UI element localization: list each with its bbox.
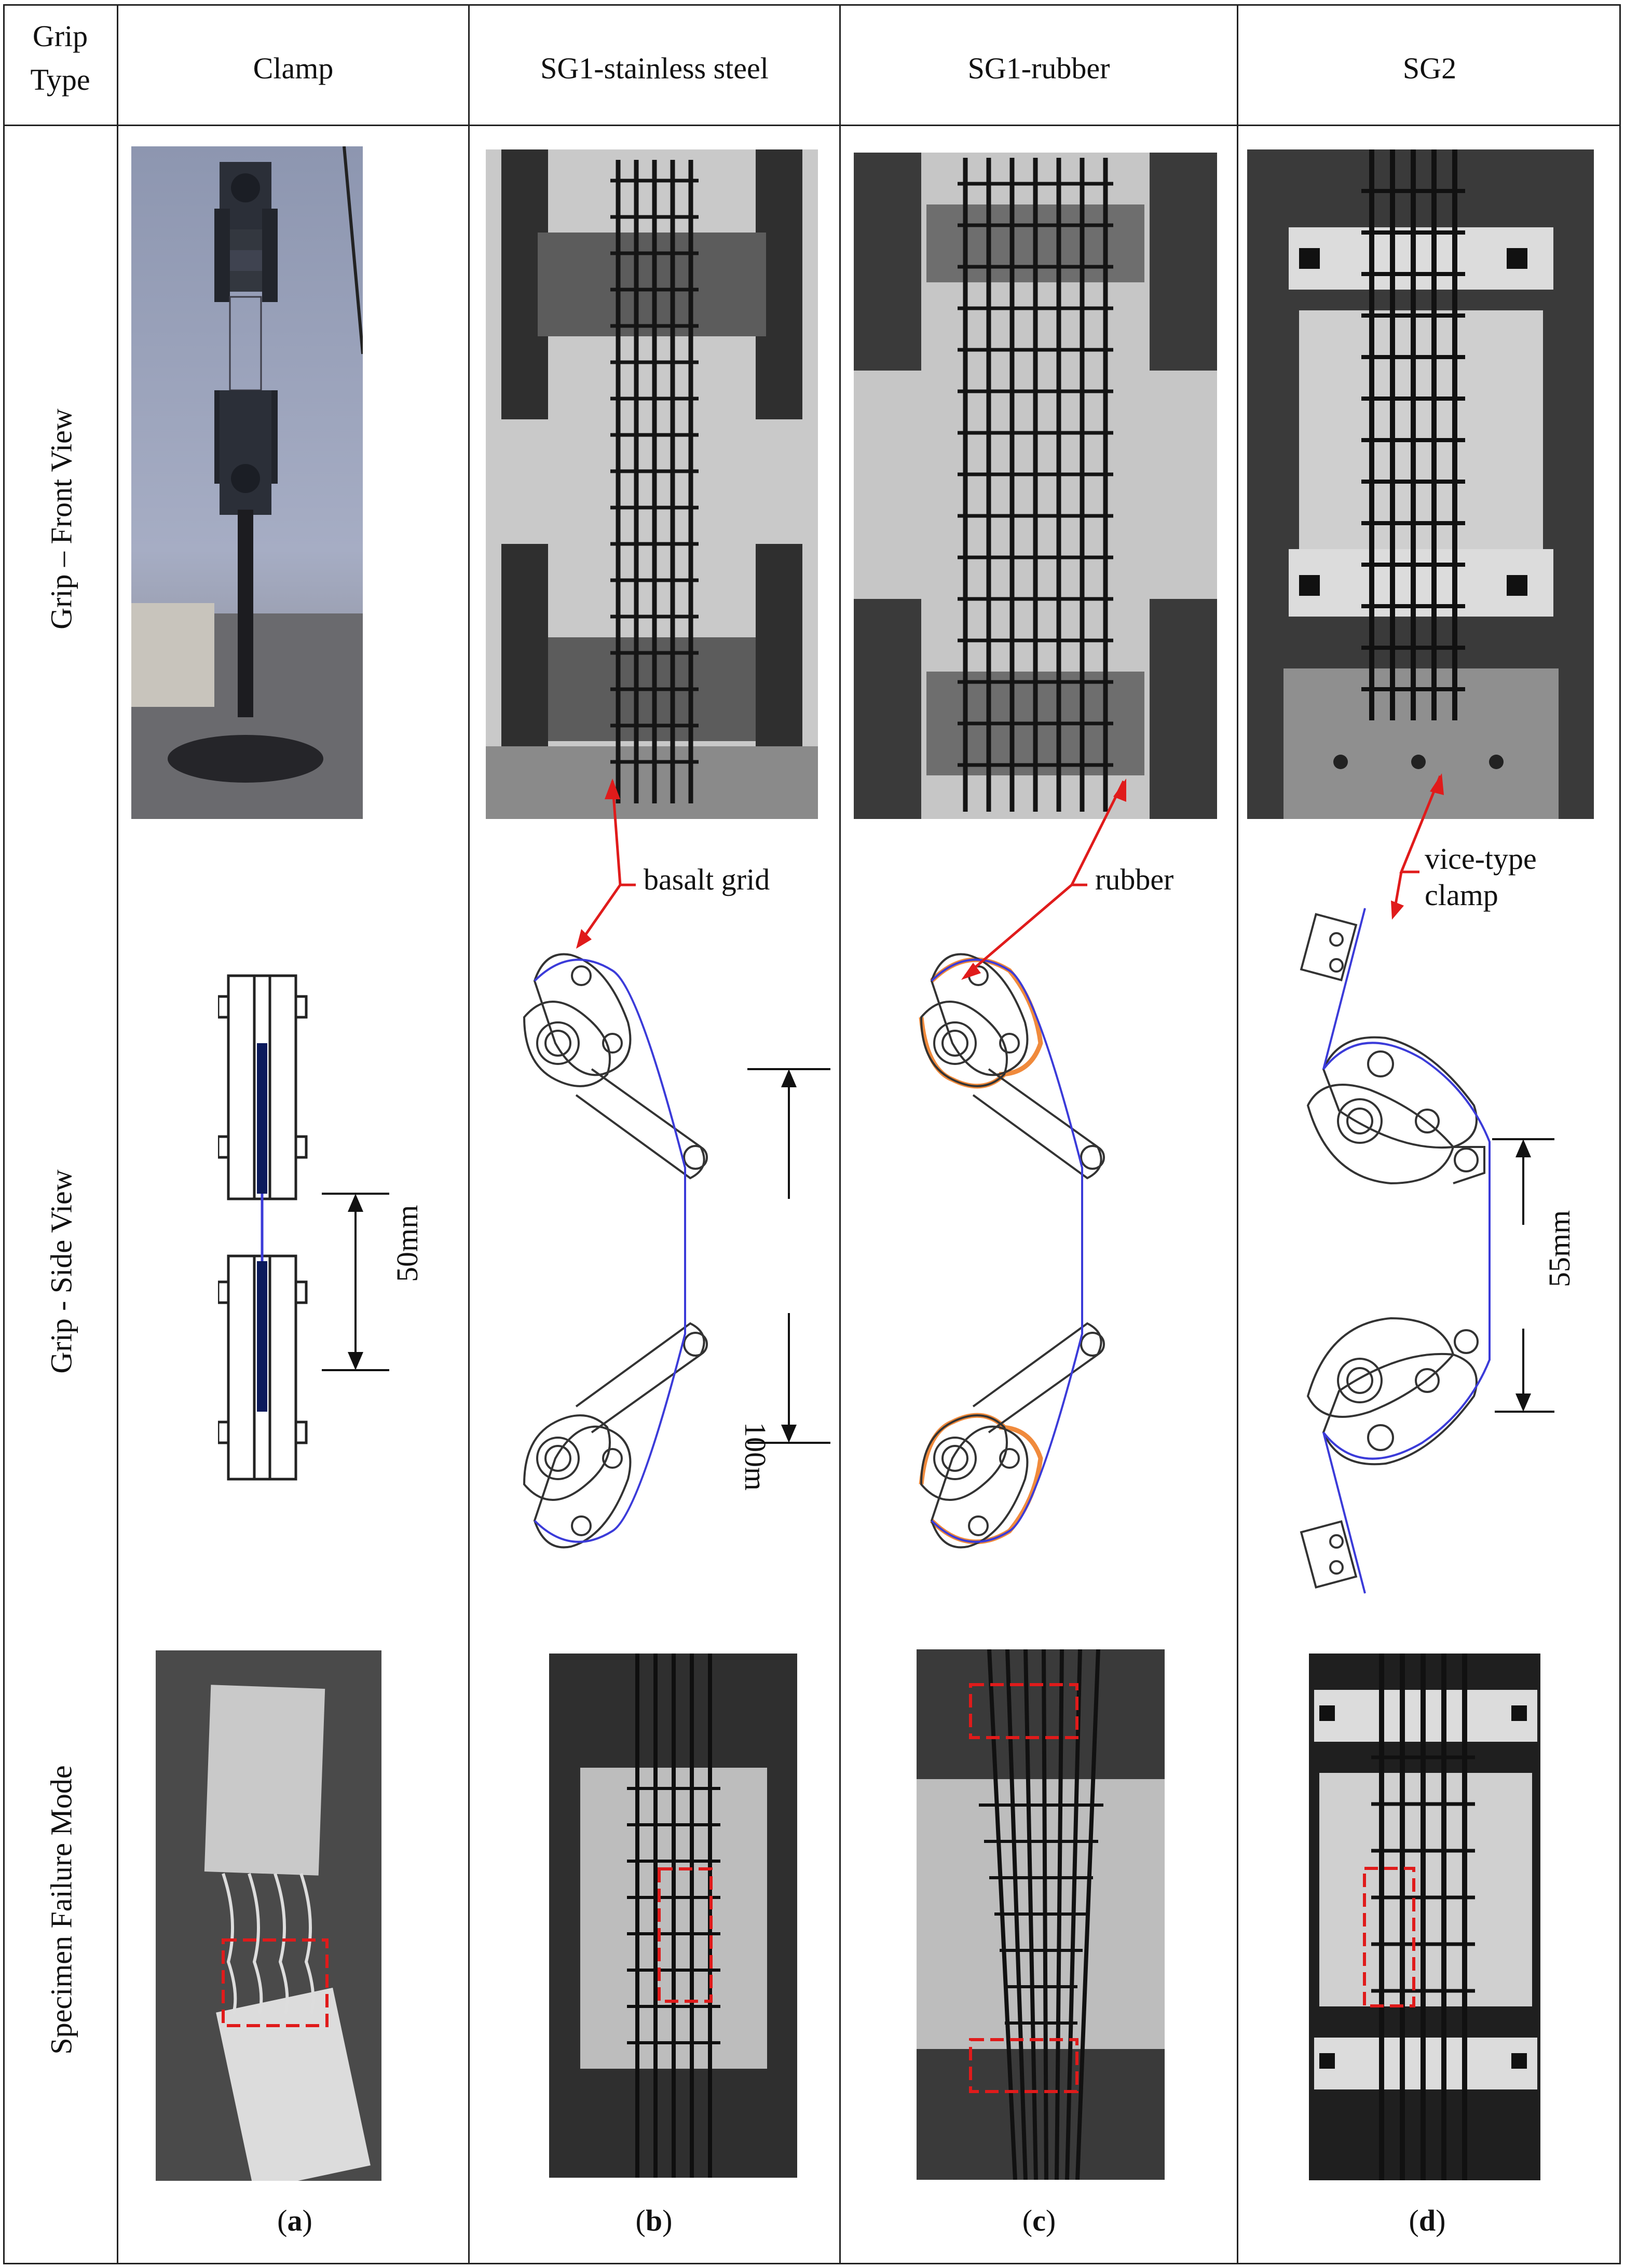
- clamp-front-illustration: [131, 146, 363, 819]
- sg1-steel-front-illustration: [486, 149, 818, 819]
- table-frame: [3, 4, 1621, 2264]
- column-header-clamp: Clamp: [253, 51, 334, 85]
- grip-type-line2: Type: [30, 63, 90, 97]
- clamp-failure-photo: [156, 1650, 381, 2181]
- callout-vice-type-clamp: vice-type clamp: [1425, 841, 1537, 913]
- sg2-failure-photo: [1309, 1654, 1540, 2180]
- column-divider: [117, 4, 118, 2264]
- sg1-rubber-front-photo: [854, 153, 1217, 819]
- grip-type-header: Grip Type: [5, 15, 115, 102]
- grip-type-line1: Grip: [32, 19, 88, 53]
- sg1-steel-failure-illustration: [549, 1654, 797, 2178]
- sg2-front-photo: [1247, 149, 1594, 819]
- callout-vice-line2: clamp: [1425, 878, 1498, 912]
- clamp-failure-illustration: [156, 1650, 381, 2181]
- sg2-side-diagram: [1300, 908, 1554, 1594]
- subfigure-label-b: (b): [635, 2204, 673, 2237]
- column-header-sg1-rubber: SG1-rubber: [967, 51, 1110, 85]
- sg1-steel-front-photo: [486, 149, 818, 819]
- sg2-failure-illustration: [1309, 1654, 1540, 2180]
- clamp-front-photo: [131, 146, 363, 819]
- subfigure-label-d: (d): [1409, 2204, 1446, 2237]
- sg2-front-illustration: [1247, 149, 1594, 819]
- header-divider: [3, 125, 1621, 126]
- sg1-steel-side-diagram: [523, 953, 830, 1549]
- sg1-rubber-side-diagram: [919, 953, 1105, 1549]
- column-divider: [468, 4, 470, 2264]
- subfigure-label-c: (c): [1022, 2204, 1056, 2237]
- sg1-rubber-front-illustration: [854, 153, 1217, 819]
- callout-basalt-grid: basalt grid: [644, 863, 770, 896]
- clamp-side-diagram: [218, 974, 389, 1481]
- callout-vice-line1: vice-type: [1425, 842, 1537, 876]
- column-header-sg1-steel: SG1-stainless steel: [540, 51, 769, 85]
- sg1-rubber-failure-illustration: [917, 1649, 1165, 2180]
- column-header-sg2: SG2: [1402, 51, 1457, 85]
- callout-rubber: rubber: [1095, 863, 1174, 896]
- sg1-steel-failure-photo: [549, 1654, 797, 2178]
- column-divider: [839, 4, 841, 2264]
- subfigure-label-a: (a): [277, 2204, 312, 2237]
- column-divider: [1237, 4, 1238, 2264]
- sg1-rubber-failure-photo: [917, 1649, 1165, 2180]
